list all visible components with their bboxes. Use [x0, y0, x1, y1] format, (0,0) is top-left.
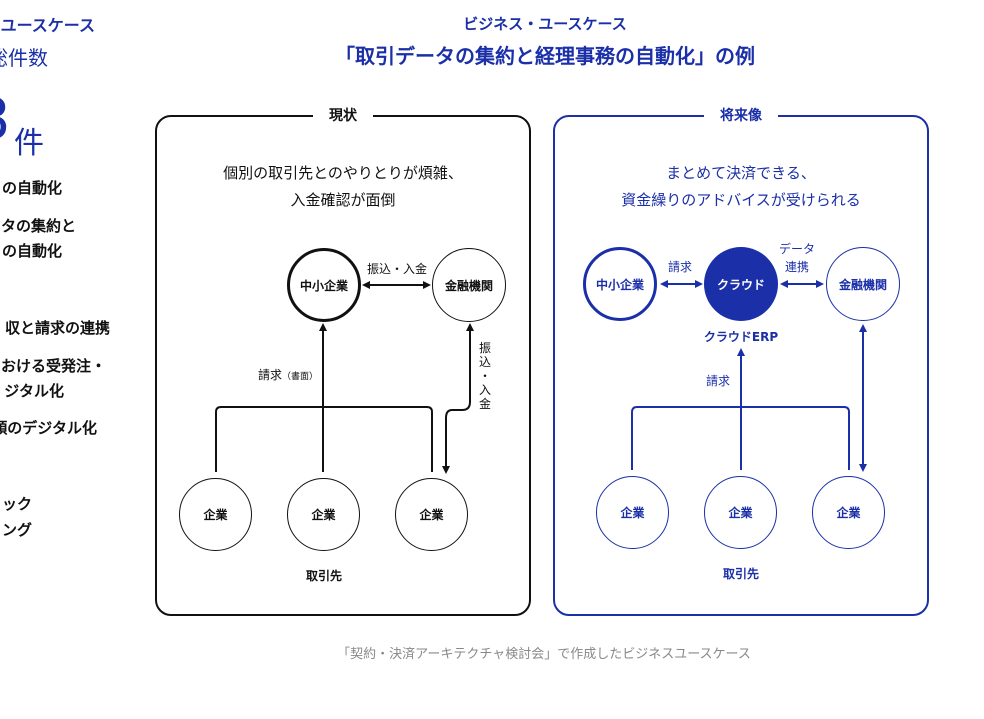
future-bank-node: 金融機関	[826, 247, 900, 321]
sidebar-item[interactable]: 類のデジタル化	[0, 419, 97, 437]
sidebar-item[interactable]: の自動化	[1, 179, 62, 197]
sidebar-subheading: 総件数	[0, 46, 48, 70]
future-description-line2: 資金繰りのアドバイスが受けられる	[621, 191, 861, 209]
vertical-transfer-char: ・	[478, 369, 491, 383]
sidebar-item[interactable]: タの集約と	[0, 217, 76, 235]
vertical-transfer-char: 振	[478, 341, 491, 355]
invoice-label-text: 請求	[258, 368, 283, 382]
page-title: 「取引データの集約と経理事務の自動化」の例	[335, 44, 755, 68]
future-invoice-label: 請求	[706, 374, 731, 388]
vertical-transfer-char: 込	[478, 355, 491, 369]
current-description-line1: 個別の取引先とのやりとりが煩雑、	[223, 164, 463, 182]
future-partner-company-node: 企業	[596, 476, 669, 549]
future-partners-label: 取引先	[722, 567, 760, 581]
vertical-transfer-label: 振 込 ・ 入 金	[478, 341, 492, 411]
sidebar-item[interactable]: の自動化	[1, 242, 62, 260]
sidebar-item[interactable]: ック	[1, 495, 32, 513]
current-description-line2: 入金確認が面倒	[290, 191, 396, 209]
vertical-transfer-char: 入	[478, 383, 491, 397]
partners-bracket	[215, 406, 433, 472]
sidebar-item[interactable]: おける受発注・	[0, 357, 106, 375]
future-partner-company-node: 企業	[812, 476, 885, 549]
vertical-transfer-arrow	[442, 323, 474, 474]
sidebar-item[interactable]: ジタル化	[4, 382, 64, 400]
sidebar-heading: ユースケース	[0, 16, 95, 35]
future-invoice-top-label: 請求	[668, 260, 693, 274]
page-kicker: ビジネス・ユースケース	[463, 15, 627, 33]
future-partner-company-node: 企業	[704, 476, 777, 549]
footer-caption: 「契約・決済アーキテクチャ検討会」で作成したビジネスユースケース	[337, 647, 751, 662]
left-sidebar: ユースケース 総件数 8 件 の自動化 タの集約と の自動化 収と請求の連携 お…	[0, 0, 150, 719]
future-panel-title: 将来像	[704, 105, 778, 125]
partner-company-node: 企業	[287, 478, 360, 551]
sidebar-item[interactable]: 収と請求の連携	[4, 319, 110, 337]
sidebar-item[interactable]: ング	[1, 521, 32, 539]
future-partners-bracket	[631, 406, 850, 470]
data-link-label-line2: 連携	[784, 260, 810, 274]
cloud-node: クラウド	[704, 247, 778, 321]
future-sme-node: 中小企業	[583, 247, 657, 321]
sidebar-count-unit: 件	[14, 126, 44, 161]
invoice-note: （書面）	[282, 372, 319, 382]
invoice-label: 請求（書面）	[258, 366, 318, 383]
future-description-line1: まとめて決済できる、	[666, 164, 816, 182]
transfer-label: 振込・入金	[367, 262, 428, 276]
data-link-label-line1: データ	[778, 242, 816, 256]
partner-company-node: 企業	[179, 478, 252, 551]
cloud-erp-label: クラウドERP	[703, 330, 779, 344]
partners-label: 取引先	[305, 569, 343, 583]
vertical-transfer-char: 金	[478, 397, 491, 411]
sme-node: 中小企業	[287, 248, 361, 322]
bank-node: 金融機関	[432, 248, 506, 322]
current-panel-title: 現状	[313, 105, 373, 125]
sidebar-count: 8	[0, 90, 10, 150]
partner-company-node: 企業	[395, 478, 468, 551]
